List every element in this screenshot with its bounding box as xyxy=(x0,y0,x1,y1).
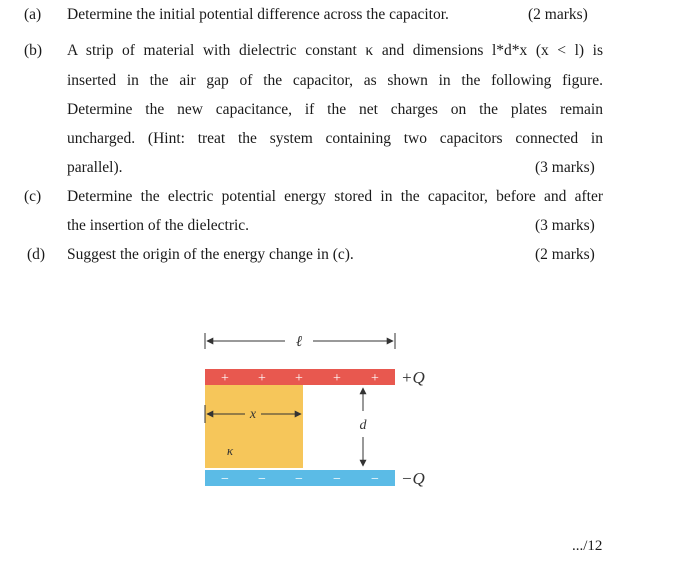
top-plate xyxy=(205,369,395,385)
minus-sign: − xyxy=(221,472,229,487)
plus-sign: + xyxy=(258,371,266,386)
plus-sign: + xyxy=(295,371,303,386)
minus-sign: − xyxy=(295,472,303,487)
part-b-label: (b) xyxy=(24,42,43,59)
part-d-line-1: Suggest the origin of the energy change … xyxy=(67,246,354,263)
d-label: d xyxy=(360,418,368,433)
top-plate-plus-signs: + + + + + xyxy=(221,371,379,386)
part-d-marks: (2 marks) xyxy=(535,246,595,263)
part-b-marks: (3 marks) xyxy=(535,159,595,176)
part-c-line-1: Determine the electric potential energy … xyxy=(67,188,603,205)
minus-sign: − xyxy=(258,472,266,487)
length-label: ℓ xyxy=(296,334,302,350)
part-c-marks: (3 marks) xyxy=(535,217,595,234)
page-number: .../12 xyxy=(572,538,603,554)
minus-sign: − xyxy=(333,472,341,487)
part-b-line-2: inserted in the air gap of the capacitor… xyxy=(67,72,603,89)
part-b-line-1: A strip of material with dielectric cons… xyxy=(67,42,603,59)
part-c-label: (c) xyxy=(24,188,42,205)
minus-sign: − xyxy=(371,472,379,487)
x-label: x xyxy=(249,407,257,422)
part-a-label: (a) xyxy=(24,6,42,23)
bottom-plate xyxy=(205,470,395,486)
part-b-line-3: Determine the new capacitance, if the ne… xyxy=(67,101,603,118)
plus-sign: + xyxy=(333,371,341,386)
part-b-line-4: uncharged. (Hint: treat the system conta… xyxy=(67,130,603,147)
part-a-line-1: Determine the initial potential differen… xyxy=(67,6,449,23)
part-d-label: (d) xyxy=(27,246,46,263)
dielectric-slab xyxy=(205,385,303,468)
bottom-plate-minus-signs: − − − − − xyxy=(221,472,379,487)
part-c-line-2: the insertion of the dielectric. xyxy=(67,217,250,234)
part-b-line-5: parallel). xyxy=(67,159,123,176)
capacitor-figure: ℓ + + + + + +Q x κ d − − − − − −Q xyxy=(204,333,425,488)
plus-sign: + xyxy=(221,371,229,386)
plus-sign: + xyxy=(371,371,379,386)
kappa-label: κ xyxy=(227,443,234,458)
part-a-marks: (2 marks) xyxy=(528,6,588,23)
plus-q-label: +Q xyxy=(401,368,425,387)
minus-q-label: −Q xyxy=(401,469,425,488)
